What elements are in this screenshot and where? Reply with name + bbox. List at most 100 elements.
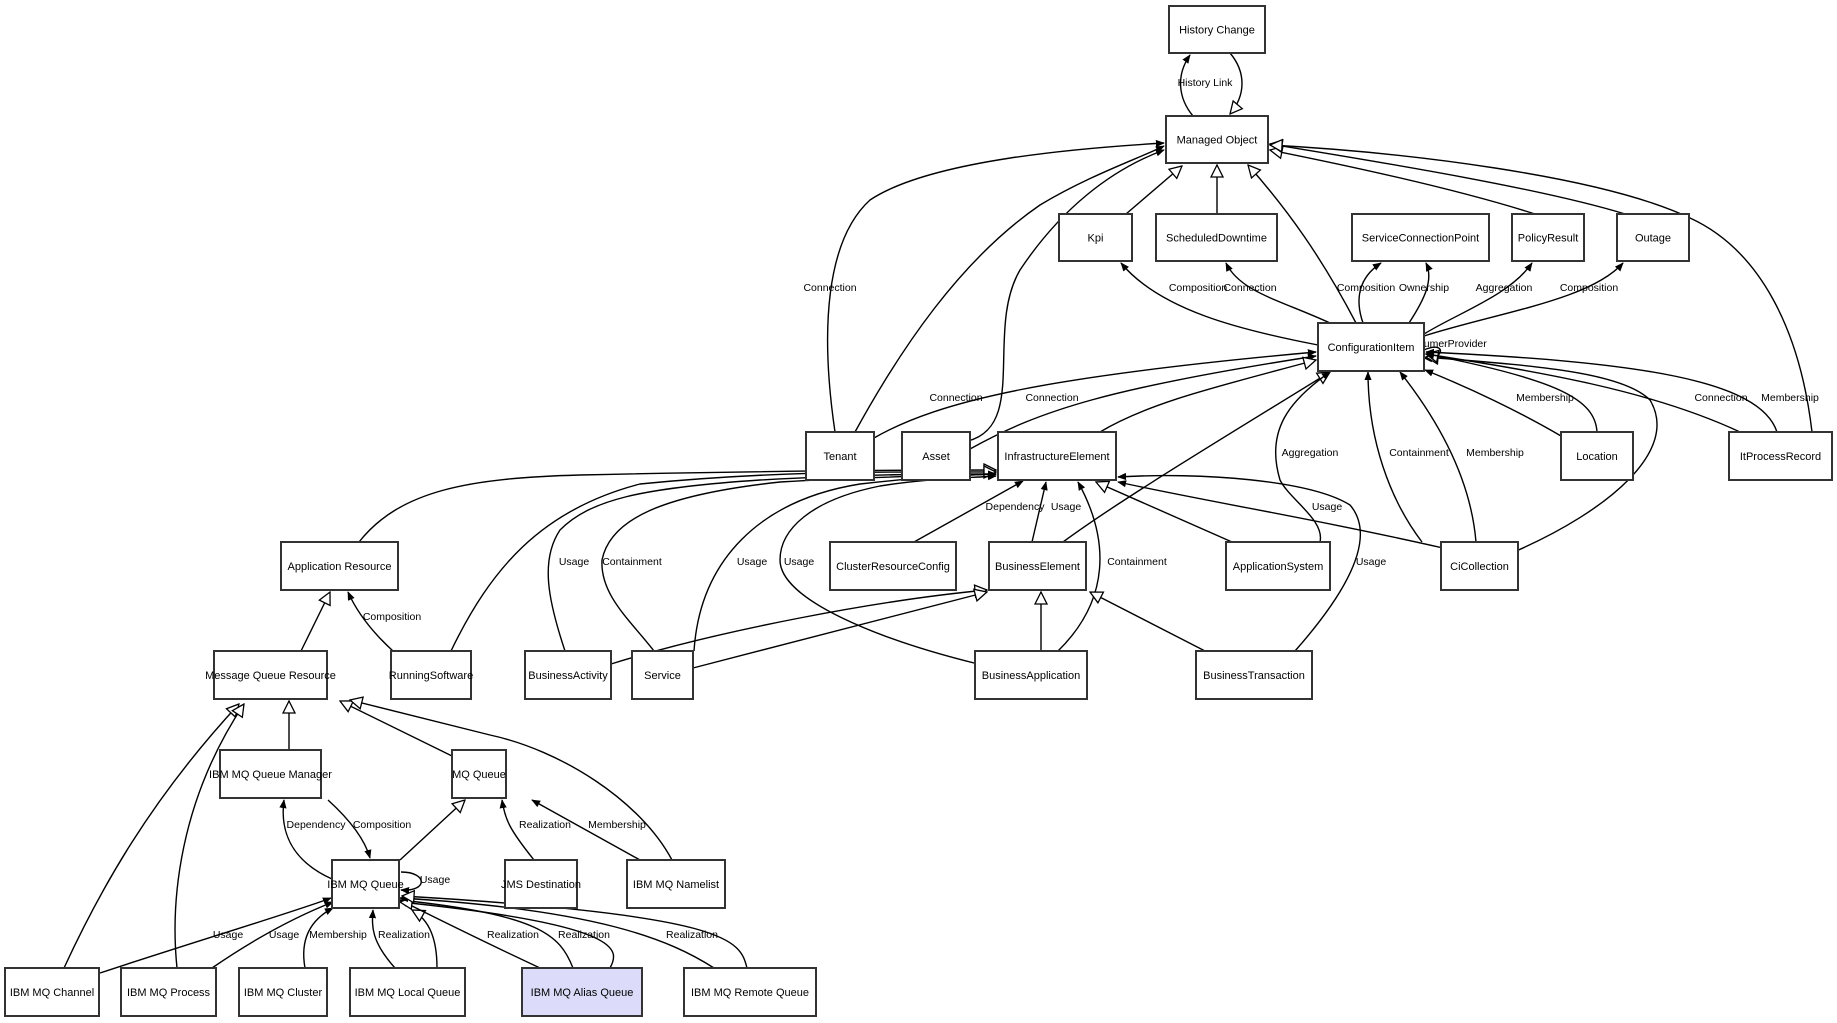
class-node-history-change[interactable]: History Change	[1168, 5, 1266, 54]
class-box[interactable]	[213, 650, 328, 700]
class-box[interactable]	[1560, 431, 1634, 481]
class-box[interactable]	[390, 650, 472, 700]
class-name-label: BusinessTransaction	[1203, 670, 1305, 682]
class-node-business-element[interactable]: BusinessElement	[988, 541, 1087, 591]
class-node-scheduled-downtime[interactable]: ScheduledDowntime	[1155, 213, 1278, 262]
class-node-cluster-resource-config[interactable]: ClusterResourceConfig	[829, 541, 957, 591]
class-node-application-resource[interactable]: Application Resource	[280, 541, 399, 591]
class-box[interactable]	[1511, 213, 1585, 262]
class-node-service[interactable]: Service	[631, 650, 694, 700]
edge-label: Membership	[1516, 392, 1574, 404]
class-box[interactable]	[974, 650, 1088, 700]
class-node-application-system[interactable]: ApplicationSystem	[1225, 541, 1331, 591]
class-node-ibm-mq-alias-queue[interactable]: IBM MQ Alias Queue	[521, 967, 643, 1017]
class-box[interactable]	[631, 650, 694, 700]
association-edge-cluster_resource_config-to-infrastructure_element	[913, 480, 1024, 543]
class-box[interactable]	[349, 967, 466, 1017]
edge-label: Composition	[353, 819, 412, 831]
class-box[interactable]	[683, 967, 817, 1017]
class-node-ibm-mq-queue[interactable]: IBM MQ Queue	[327, 859, 404, 909]
class-box[interactable]	[280, 541, 399, 591]
class-box[interactable]	[1058, 213, 1133, 262]
class-box[interactable]	[626, 859, 726, 909]
class-box[interactable]	[988, 541, 1087, 591]
edge-label: Realization	[487, 929, 539, 941]
class-name-label: RunningSoftware	[389, 670, 473, 682]
class-box[interactable]	[120, 967, 217, 1017]
generalization-edge-infrastructure_element-to-configuration_item	[1099, 360, 1316, 433]
class-node-business-application[interactable]: BusinessApplication	[974, 650, 1088, 700]
class-box[interactable]	[331, 859, 400, 909]
class-box[interactable]	[1165, 115, 1269, 164]
class-node-message-queue-resource[interactable]: Message Queue Resource	[205, 650, 336, 700]
class-box[interactable]	[805, 431, 875, 481]
class-node-ibm-mq-remote-queue[interactable]: IBM MQ Remote Queue	[683, 967, 817, 1017]
class-name-label: ConfigurationItem	[1328, 342, 1415, 354]
class-name-label: CiCollection	[1450, 561, 1509, 573]
class-box[interactable]	[238, 967, 328, 1017]
class-node-location[interactable]: Location	[1560, 431, 1634, 481]
association-edge-ibm_mq_alias_queue-to-ibm_mq_queue	[399, 899, 541, 969]
edge-label: Usage	[1356, 556, 1387, 568]
class-name-label: IBM MQ Cluster	[244, 987, 323, 999]
association-edge-configuration_item-to-policy_result	[1423, 262, 1533, 335]
class-box[interactable]	[1195, 650, 1313, 700]
class-node-outage[interactable]: Outage	[1616, 213, 1690, 262]
class-node-ibm-mq-queue-manager[interactable]: IBM MQ Queue Manager	[209, 749, 332, 799]
class-node-running-software[interactable]: RunningSoftware	[389, 650, 473, 700]
class-node-business-activity[interactable]: BusinessActivity	[524, 650, 612, 700]
class-node-infrastructure-element[interactable]: InfrastructureElement	[997, 431, 1117, 481]
class-box[interactable]	[901, 431, 971, 481]
class-box[interactable]	[219, 749, 322, 799]
association-edge-configuration_item-to-scheduled_downtime	[1225, 262, 1331, 324]
class-node-kpi[interactable]: Kpi	[1058, 213, 1133, 262]
class-node-it-process-record[interactable]: ItProcessRecord	[1728, 431, 1833, 481]
class-box[interactable]	[829, 541, 957, 591]
class-box[interactable]	[1225, 541, 1331, 591]
class-node-tenant[interactable]: Tenant	[805, 431, 875, 481]
class-box[interactable]	[1155, 213, 1278, 262]
generalization-edge-outage-to-managed_object	[1270, 144, 1626, 215]
class-node-ibm-mq-process[interactable]: IBM MQ Process	[120, 967, 217, 1017]
class-node-policy-result[interactable]: PolicyResult	[1511, 213, 1585, 262]
class-box[interactable]	[997, 431, 1117, 481]
edge-label: Dependency	[287, 819, 347, 831]
class-name-label: ClusterResourceConfig	[836, 561, 950, 573]
class-node-business-transaction[interactable]: BusinessTransaction	[1195, 650, 1313, 700]
class-node-ibm-mq-namelist[interactable]: IBM MQ Namelist	[626, 859, 726, 909]
class-node-managed-object[interactable]: Managed Object	[1165, 115, 1269, 164]
association-edge-configuration_item-to-outage	[1423, 262, 1624, 337]
edge-label: Composition	[363, 611, 422, 623]
class-box[interactable]	[451, 749, 507, 799]
class-box[interactable]	[4, 967, 100, 1017]
class-node-service-connection-point[interactable]: ServiceConnectionPoint	[1351, 213, 1490, 262]
class-box[interactable]	[1440, 541, 1519, 591]
class-box[interactable]	[1351, 213, 1490, 262]
generalization-edge-ibm_mq_queue-to-mq_queue	[399, 800, 465, 861]
generalization-edge-ibm_mq_channel-to-message_queue_resource	[63, 704, 239, 969]
association-edge-configuration_item-to-kpi	[1120, 262, 1319, 346]
generalization-edge-service-to-business_element	[692, 592, 987, 669]
class-box[interactable]	[504, 859, 578, 909]
class-name-label: Outage	[1635, 233, 1671, 245]
class-box[interactable]	[1728, 431, 1833, 481]
class-node-ci-collection[interactable]: CiCollection	[1440, 541, 1519, 591]
class-name-label: PolicyResult	[1518, 233, 1579, 245]
class-node-ibm-mq-cluster[interactable]: IBM MQ Cluster	[238, 967, 328, 1017]
association-edge-ibm_mq_local_queue-to-ibm_mq_queue	[368, 909, 396, 969]
class-box[interactable]	[1168, 5, 1266, 54]
class-box[interactable]	[1317, 322, 1425, 372]
class-node-ibm-mq-channel[interactable]: IBM MQ Channel	[4, 967, 100, 1017]
class-name-label: History Change	[1179, 25, 1255, 37]
class-box[interactable]	[521, 967, 643, 1017]
class-node-ibm-mq-local-queue[interactable]: IBM MQ Local Queue	[349, 967, 466, 1017]
edge-label: Aggregation	[1476, 282, 1533, 294]
class-node-jms-destination[interactable]: JMS Destination	[501, 859, 581, 909]
class-box[interactable]	[1616, 213, 1690, 262]
class-node-configuration-item[interactable]: ConfigurationItem	[1317, 322, 1425, 372]
class-node-mq-queue[interactable]: MQ Queue	[451, 749, 507, 799]
class-box[interactable]	[524, 650, 612, 700]
class-node-asset[interactable]: Asset	[901, 431, 971, 481]
